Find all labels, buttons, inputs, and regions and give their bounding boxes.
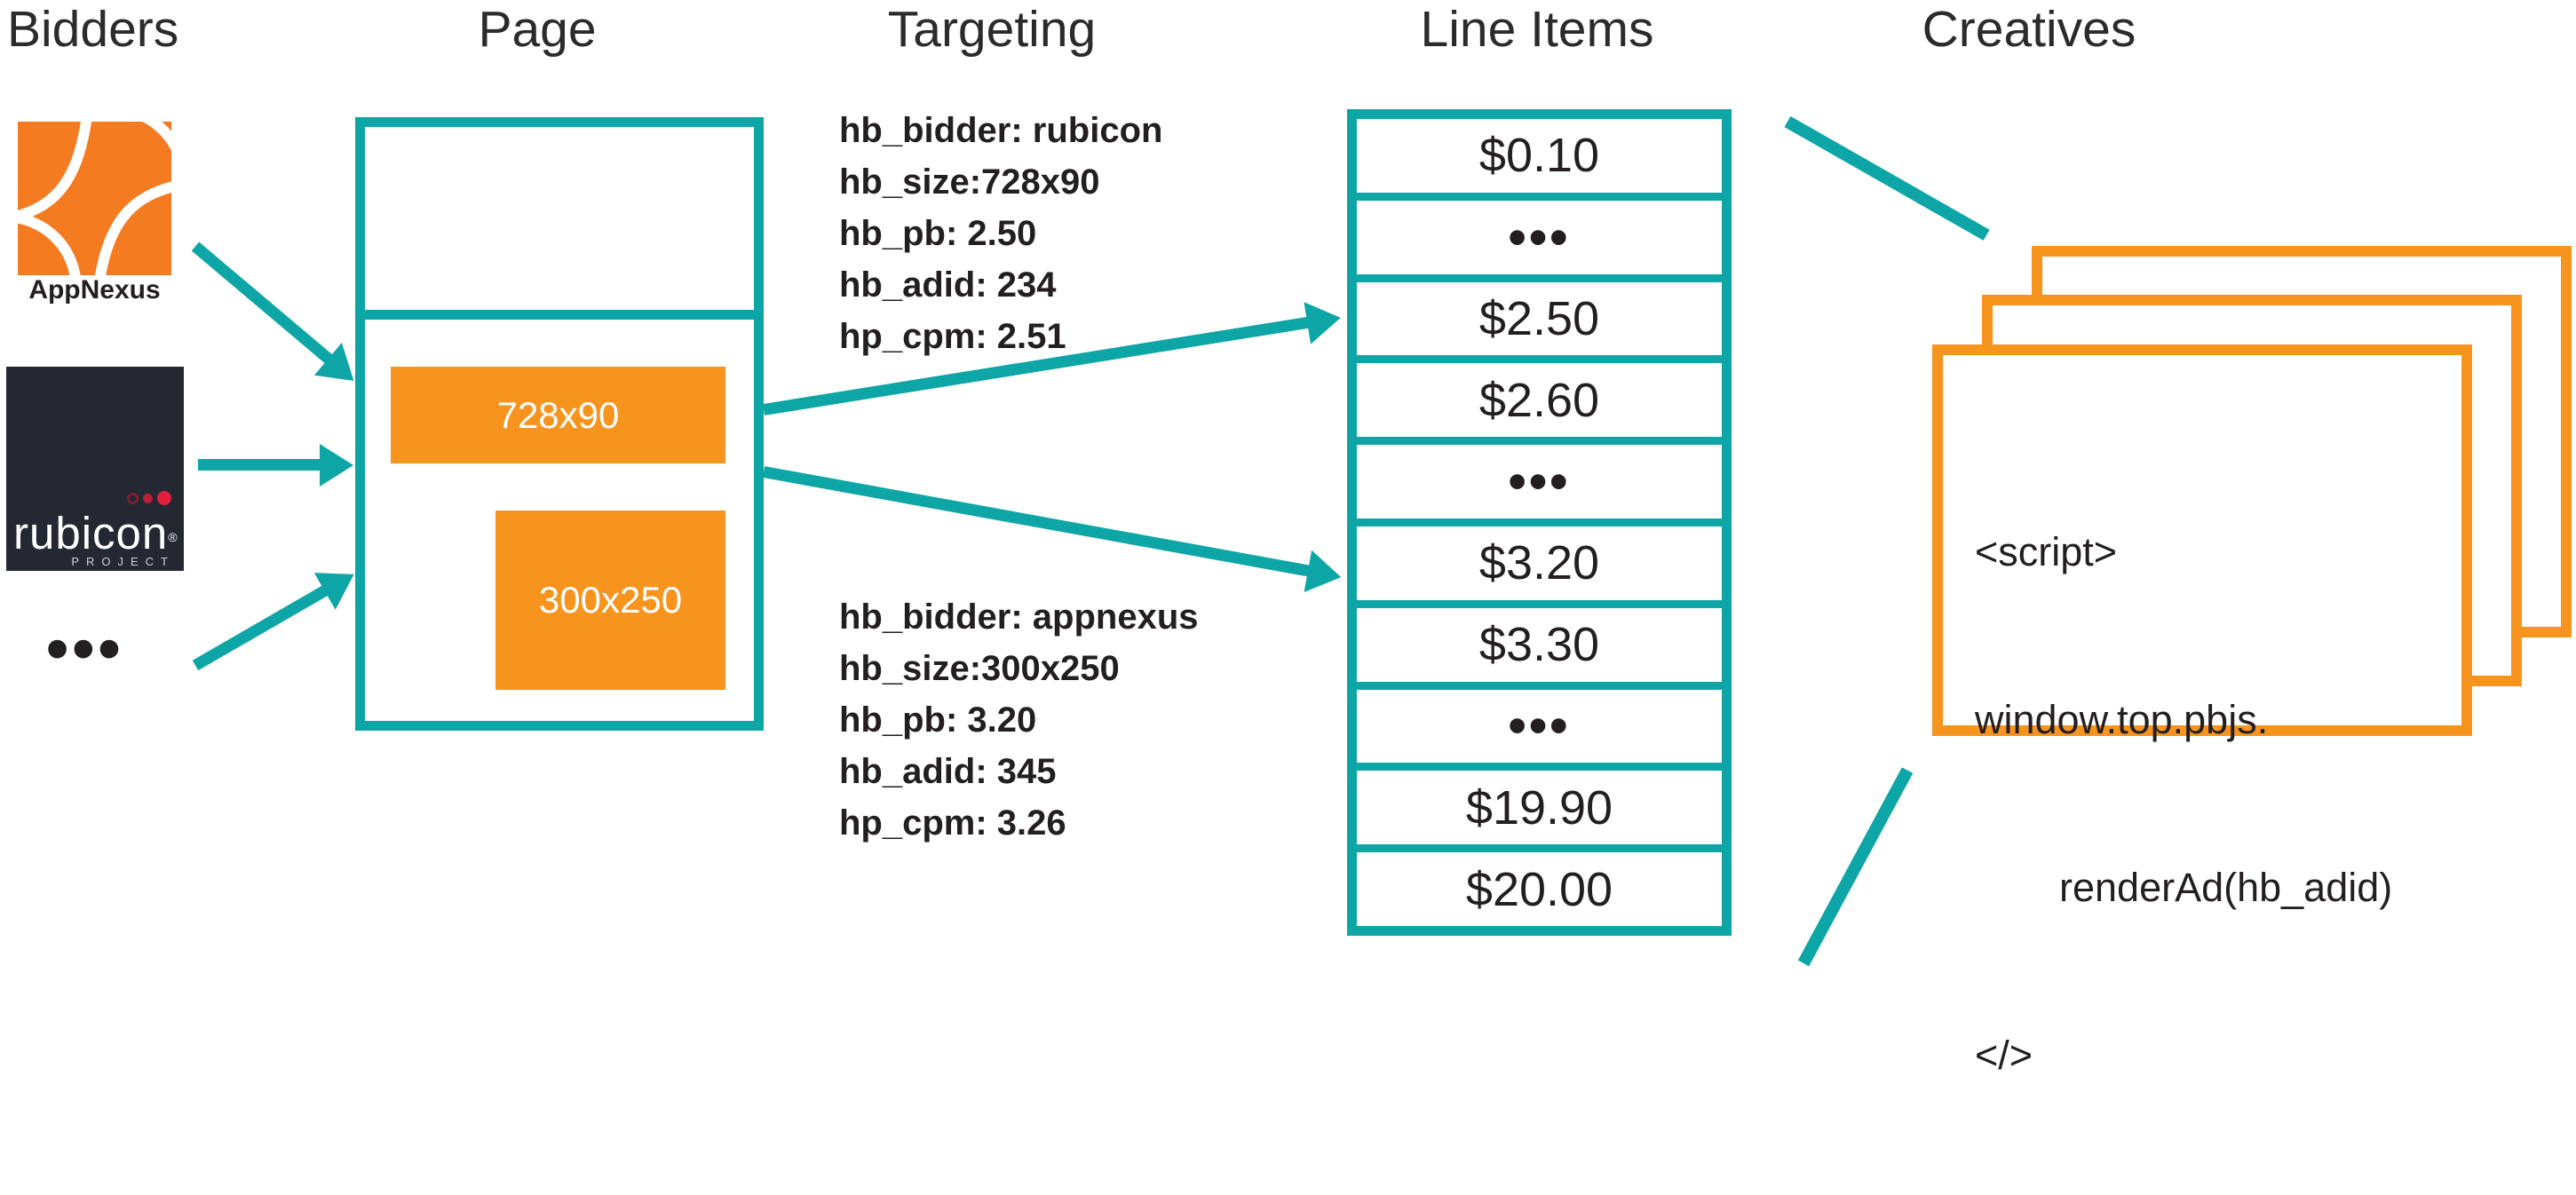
line-item-row-ellipsis: ••• <box>1357 192 1722 274</box>
column-title-line-items: Line Items <box>1420 1 1654 58</box>
script-line: <script> <box>1975 529 2118 574</box>
line-item-row: $20.00 <box>1357 844 1722 926</box>
column-title-page: Page <box>478 1 597 58</box>
arrow-rubicon-to-page <box>198 459 321 471</box>
rubicon-dot-large <box>157 491 171 505</box>
script-line: window.top.pbjs. <box>1975 697 2269 742</box>
line-item-row-ellipsis: ••• <box>1357 681 1722 764</box>
arrow-appnexus-to-page <box>191 241 334 365</box>
line-item-row: $3.30 <box>1357 599 1722 682</box>
rubicon-registered-mark: ® <box>168 530 178 544</box>
targeting-block-rubicon: hb_bidder: rubicon hb_size:728x90 hb_pb:… <box>839 105 1162 362</box>
line-items-table: $0.10 ••• $2.50 $2.60 ••• $3.20 $3.30 ••… <box>1347 109 1732 936</box>
rubicon-word-text: rubicon <box>13 508 169 558</box>
ad-slot-728x90: 728x90 <box>391 367 725 463</box>
rubicon-logo: rubicon® PROJECT <box>6 367 184 571</box>
appnexus-swirl-icon <box>18 122 171 275</box>
creative-card-front: <script> window.top.pbjs. renderAd(hb_ad… <box>1932 344 2472 1078</box>
appnexus-label: AppNexus <box>28 275 161 305</box>
ad-slot-300x250: 300x250 <box>495 510 725 690</box>
column-title-targeting: Targeting <box>887 1 1097 58</box>
targeting-line: hp_cpm: 3.26 <box>839 803 1066 843</box>
connector-lineitems-top-to-creatives <box>1784 115 1990 241</box>
appnexus-logo-icon <box>18 122 171 275</box>
script-line: </> <box>1975 1033 2033 1078</box>
targeting-line: hb_adid: 345 <box>839 752 1057 791</box>
targeting-line: hb_size:300x250 <box>839 649 1120 688</box>
script-line: renderAd(hb_adid) <box>2059 865 2393 910</box>
connector-lineitems-bottom-to-creatives <box>1797 767 1914 967</box>
rubicon-dot-small <box>143 493 153 503</box>
column-title-bidders: Bidders <box>7 1 179 58</box>
line-item-row: $2.60 <box>1357 355 1722 438</box>
targeting-line: hb_bidder: rubicon <box>839 111 1163 150</box>
ad-slot-300x250-label: 300x250 <box>538 579 683 621</box>
targeting-line: hb_adid: 234 <box>839 265 1057 305</box>
page-header-divider <box>355 310 764 320</box>
targeting-line: hb_bidder: appnexus <box>839 598 1199 637</box>
arrow-page-to-lineitem-320 <box>762 466 1312 577</box>
targeting-line: hb_pb: 3.20 <box>839 700 1037 740</box>
ad-slot-728x90-label: 728x90 <box>496 393 620 436</box>
line-item-row: $0.10 <box>1357 119 1722 193</box>
rubicon-dot-outline <box>127 492 139 504</box>
targeting-block-appnexus: hb_bidder: appnexus hb_size:300x250 hb_p… <box>839 591 1199 849</box>
creative-script-snippet: <script> window.top.pbjs. renderAd(hb_ad… <box>1975 412 2392 1195</box>
more-bidders-ellipsis: ••• <box>46 613 124 685</box>
rubicon-wordmark: rubicon® <box>13 507 178 559</box>
arrow-morebidders-to-page <box>192 584 329 671</box>
rubicon-project-text: PROJECT <box>71 555 175 568</box>
line-item-row: $19.90 <box>1357 763 1722 845</box>
column-title-creatives: Creatives <box>1922 1 2136 58</box>
targeting-line: hp_cpm: 2.51 <box>839 317 1066 356</box>
line-item-row-ellipsis: ••• <box>1357 437 1722 518</box>
line-item-row: $3.20 <box>1357 518 1722 600</box>
line-item-row: $2.50 <box>1357 273 1722 356</box>
targeting-line: hb_size:728x90 <box>839 162 1100 202</box>
rubicon-dots-icon <box>127 491 171 505</box>
targeting-line: hb_pb: 2.50 <box>839 214 1037 253</box>
